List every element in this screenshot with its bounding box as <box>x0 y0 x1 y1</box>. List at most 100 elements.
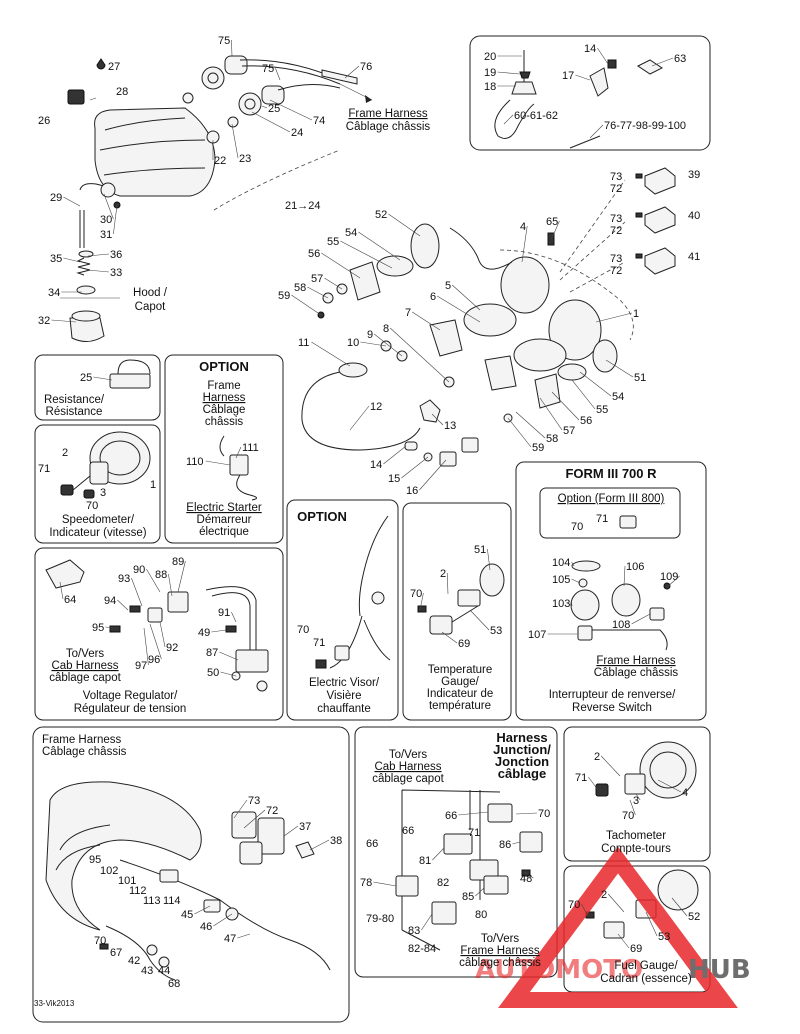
callout-38: 38 <box>330 835 342 847</box>
leader-line <box>487 548 491 571</box>
caption-resistance: Resistance/ <box>44 394 105 406</box>
caption-electric-visor: Visière <box>327 690 362 702</box>
callout-108: 108 <box>612 619 630 631</box>
callout-92: 92 <box>166 642 178 654</box>
leader-line <box>623 565 626 587</box>
callout-56a: 56 <box>308 248 320 260</box>
leader-line <box>63 196 81 207</box>
caption-tachometer: Compte-tours <box>601 843 671 855</box>
callout-69a: 69 <box>458 638 470 650</box>
temperature-gauge-panel <box>402 502 512 721</box>
leader-line <box>458 811 489 816</box>
callout-25b: 25 <box>80 372 92 384</box>
leader-line <box>551 391 580 421</box>
leader-line <box>311 341 351 367</box>
callout-1b: 1 <box>150 479 156 491</box>
leader-line <box>219 651 239 661</box>
callout-80: 80 <box>475 909 487 921</box>
gauge-1 <box>548 299 602 361</box>
caption-frame-harness-bottom: Câblage châssis <box>42 746 127 758</box>
callout-5: 5 <box>445 280 451 292</box>
electric-starter-parts <box>219 435 257 501</box>
caption-tachometer: Tachometer <box>606 830 666 842</box>
leader-line <box>103 193 114 220</box>
gauge-52 <box>410 223 440 269</box>
callout-75b: 75 <box>262 63 274 75</box>
bulb-icon <box>96 58 106 70</box>
callout-105: 105 <box>552 574 570 586</box>
callout-66c: 66 <box>366 838 378 850</box>
callout-89: 89 <box>172 556 184 568</box>
watermark-logo: AUTOMOTO HUB <box>475 846 751 1008</box>
leader-line <box>446 572 449 595</box>
callout-90: 90 <box>133 564 145 576</box>
switch-106 <box>611 583 641 617</box>
gauge-51 <box>592 339 618 373</box>
caption-junction-to-cab: Cab Harness <box>374 761 441 773</box>
connector-83 <box>431 901 457 925</box>
caption-frame-harness-bottom: Frame Harness <box>42 734 121 746</box>
leader-line <box>437 295 481 323</box>
callout-50: 50 <box>207 667 219 679</box>
callout-35: 35 <box>50 253 62 265</box>
callout-12: 12 <box>370 401 382 413</box>
callout-66b: 66 <box>402 825 414 837</box>
reverse-switch-panel <box>515 461 707 721</box>
callout-39: 39 <box>688 169 700 181</box>
callout-70b: 70 <box>297 624 309 636</box>
caption-resistance: Résistance <box>46 406 103 418</box>
leader-line <box>251 111 291 133</box>
leader-line <box>432 847 445 861</box>
warning-triangle-icon <box>498 846 738 1008</box>
leader-line <box>401 456 429 479</box>
leader-line <box>373 881 397 887</box>
clip-17 <box>589 67 609 97</box>
callout-63: 63 <box>674 53 686 65</box>
leader-line <box>475 887 485 897</box>
leader-line <box>497 71 521 75</box>
bracket-64 <box>45 559 85 589</box>
caption-fuel-gauge: Cadran (essence) <box>600 973 692 985</box>
caption-frame-harness-top: Câblage châssis <box>346 121 431 133</box>
leader-line <box>231 123 239 159</box>
leader-line <box>388 213 421 237</box>
callout-72b: 72 <box>610 225 622 237</box>
callout-51b: 51 <box>474 544 486 556</box>
callout-70d: 70 <box>571 521 583 533</box>
temperature-gauge-parts <box>417 563 505 635</box>
leader-line <box>595 312 633 323</box>
leader-line <box>657 779 682 793</box>
leader-line <box>213 913 233 927</box>
callout-114: 114 <box>163 895 181 907</box>
leader-line <box>261 105 268 109</box>
fuel-gauge <box>657 869 699 911</box>
callout-43: 43 <box>141 965 153 977</box>
leader-line <box>235 446 242 459</box>
footer-code: 33-Vik2013 <box>34 999 75 1008</box>
callout-107: 107 <box>528 629 546 641</box>
headlight-assembly <box>67 55 373 211</box>
callout-58a: 58 <box>294 282 306 294</box>
callout-21: 21→24 <box>285 200 320 212</box>
leader-line <box>421 913 433 931</box>
leader-line <box>159 621 166 648</box>
leader-line <box>503 114 514 125</box>
connector-107 <box>577 625 593 641</box>
caption-reverse-switch: Interrupteur de renverse/ <box>549 689 676 701</box>
caption-option1-harness: Harness <box>203 392 246 404</box>
leader-line <box>589 124 604 139</box>
leader-line <box>211 629 227 633</box>
leader-line <box>383 445 407 465</box>
switch-103 <box>570 589 600 621</box>
bezel-housing <box>45 781 202 931</box>
leader-line <box>515 812 538 815</box>
leader-line <box>523 871 534 879</box>
tie-wrap-60 <box>494 99 535 139</box>
leader-line <box>117 599 129 611</box>
rod-29 <box>79 183 105 248</box>
callout-83: 83 <box>408 925 420 937</box>
leader-line <box>665 575 680 589</box>
callout-27: 27 <box>108 61 120 73</box>
callout-7677: 76-77-98-99-100 <box>604 120 686 132</box>
caption-hood: Hood / <box>133 287 168 299</box>
